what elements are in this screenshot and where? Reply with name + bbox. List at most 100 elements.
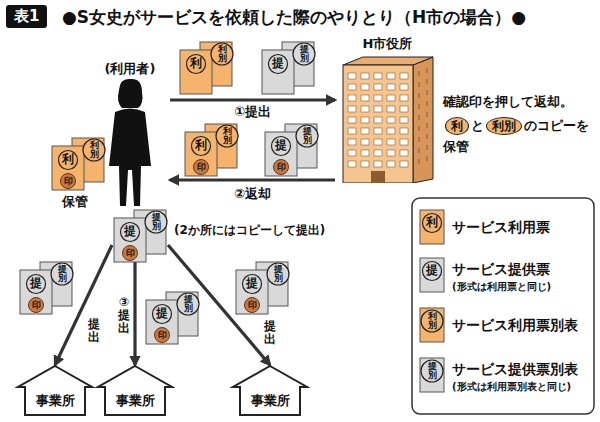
- hair: [118, 79, 143, 108]
- code-circle: [269, 55, 288, 74]
- legend-row: [420, 210, 444, 244]
- side-window: [427, 134, 428, 139]
- seal-stamp: [123, 246, 138, 261]
- house-outline: [18, 366, 92, 415]
- window: [387, 73, 395, 79]
- note-line: 利と利別のコピーを: [443, 116, 595, 137]
- flow-arrow: [170, 178, 335, 181]
- code-circle: [216, 125, 238, 147]
- card-code: 提別: [184, 295, 193, 314]
- code-circle: [27, 275, 46, 294]
- window: [361, 73, 369, 79]
- node-label: (利用者): [105, 60, 156, 78]
- code-circle: [83, 139, 105, 161]
- window: [348, 95, 356, 101]
- side-window: [419, 148, 420, 153]
- card-code: 提: [124, 226, 136, 238]
- edge-label: 提出: [264, 320, 276, 346]
- note-text: 保管: [443, 139, 469, 154]
- side-window: [419, 137, 420, 142]
- form-icon: 利別: [486, 117, 522, 135]
- note-text: と: [471, 118, 484, 133]
- node-label: 事業所: [251, 392, 290, 410]
- note-text: 保管: [62, 193, 88, 211]
- house-figure: [15, 365, 95, 417]
- window: [374, 150, 382, 156]
- window: [400, 161, 408, 167]
- window: [374, 95, 382, 101]
- code-circle: [59, 151, 78, 170]
- window: [348, 73, 356, 79]
- window: [374, 84, 382, 90]
- code-circle: [187, 55, 206, 74]
- legend-note: (形式は利用票と同じ): [452, 280, 551, 294]
- building-node: H市役所: [335, 35, 440, 183]
- code-circle: [177, 293, 199, 315]
- window: [374, 73, 382, 79]
- side-window: [419, 159, 420, 164]
- title: ●S女史がサービスを依頼した際のやりとり（H市の場合）●: [62, 6, 526, 29]
- card-code: 利別: [223, 127, 232, 146]
- seal-text: 印: [126, 249, 135, 258]
- window: [361, 161, 369, 167]
- seal-text: 印: [197, 163, 206, 172]
- side-window: [427, 68, 428, 73]
- document-card: [52, 146, 84, 190]
- note: 確認印を押して返却。利と利別のコピーを保管: [443, 92, 595, 157]
- window: [374, 161, 382, 167]
- person-figure: [90, 78, 170, 210]
- seal-text: 印: [32, 301, 41, 310]
- window: [387, 139, 395, 145]
- code-circle: [192, 137, 211, 156]
- card-code: 利: [426, 217, 438, 229]
- document-card: [236, 270, 268, 314]
- seal-text: 印: [64, 177, 73, 186]
- document-card: [146, 300, 178, 344]
- building-front: [343, 65, 413, 183]
- window: [348, 161, 356, 167]
- code-circle: [421, 360, 443, 382]
- side-window: [419, 93, 420, 98]
- code-circle: [293, 43, 315, 65]
- window: [387, 128, 395, 134]
- seal-stamp: [274, 160, 289, 175]
- window: [361, 150, 369, 156]
- window: [374, 139, 382, 145]
- window: [374, 117, 382, 123]
- seal-stamp: [29, 298, 44, 313]
- house-node: 事業所: [15, 365, 95, 417]
- seal-stamp: [245, 298, 260, 313]
- seal-text: 印: [277, 163, 286, 172]
- card-code: 提: [246, 278, 258, 290]
- card-code: 利: [195, 140, 207, 152]
- window: [348, 139, 356, 145]
- legend-swatch: [420, 358, 444, 392]
- edge-label: 提出: [88, 318, 100, 344]
- window: [348, 106, 356, 112]
- node-label: H市役所: [363, 35, 413, 53]
- window: [361, 95, 369, 101]
- legend-row: [420, 308, 444, 342]
- code-circle: [211, 43, 233, 65]
- seal-stamp: [194, 160, 209, 175]
- window: [361, 117, 369, 123]
- side-window: [427, 123, 428, 128]
- side-window: [419, 126, 420, 131]
- building-side: [413, 57, 433, 183]
- window: [361, 139, 369, 145]
- house-node: 事業所: [230, 365, 310, 417]
- legend-swatch: [420, 308, 444, 342]
- window: [400, 95, 408, 101]
- card-code: 利別: [428, 312, 437, 331]
- document-card: [185, 132, 217, 176]
- window: [387, 161, 395, 167]
- stack-node: 提提別印: [112, 210, 168, 262]
- card-code: 提別: [428, 362, 437, 381]
- document-card: [180, 50, 212, 94]
- note-text: (2か所にはコピーして提出): [174, 222, 325, 239]
- card-code: 提: [30, 278, 42, 290]
- window: [361, 128, 369, 134]
- node-label: 事業所: [36, 392, 75, 410]
